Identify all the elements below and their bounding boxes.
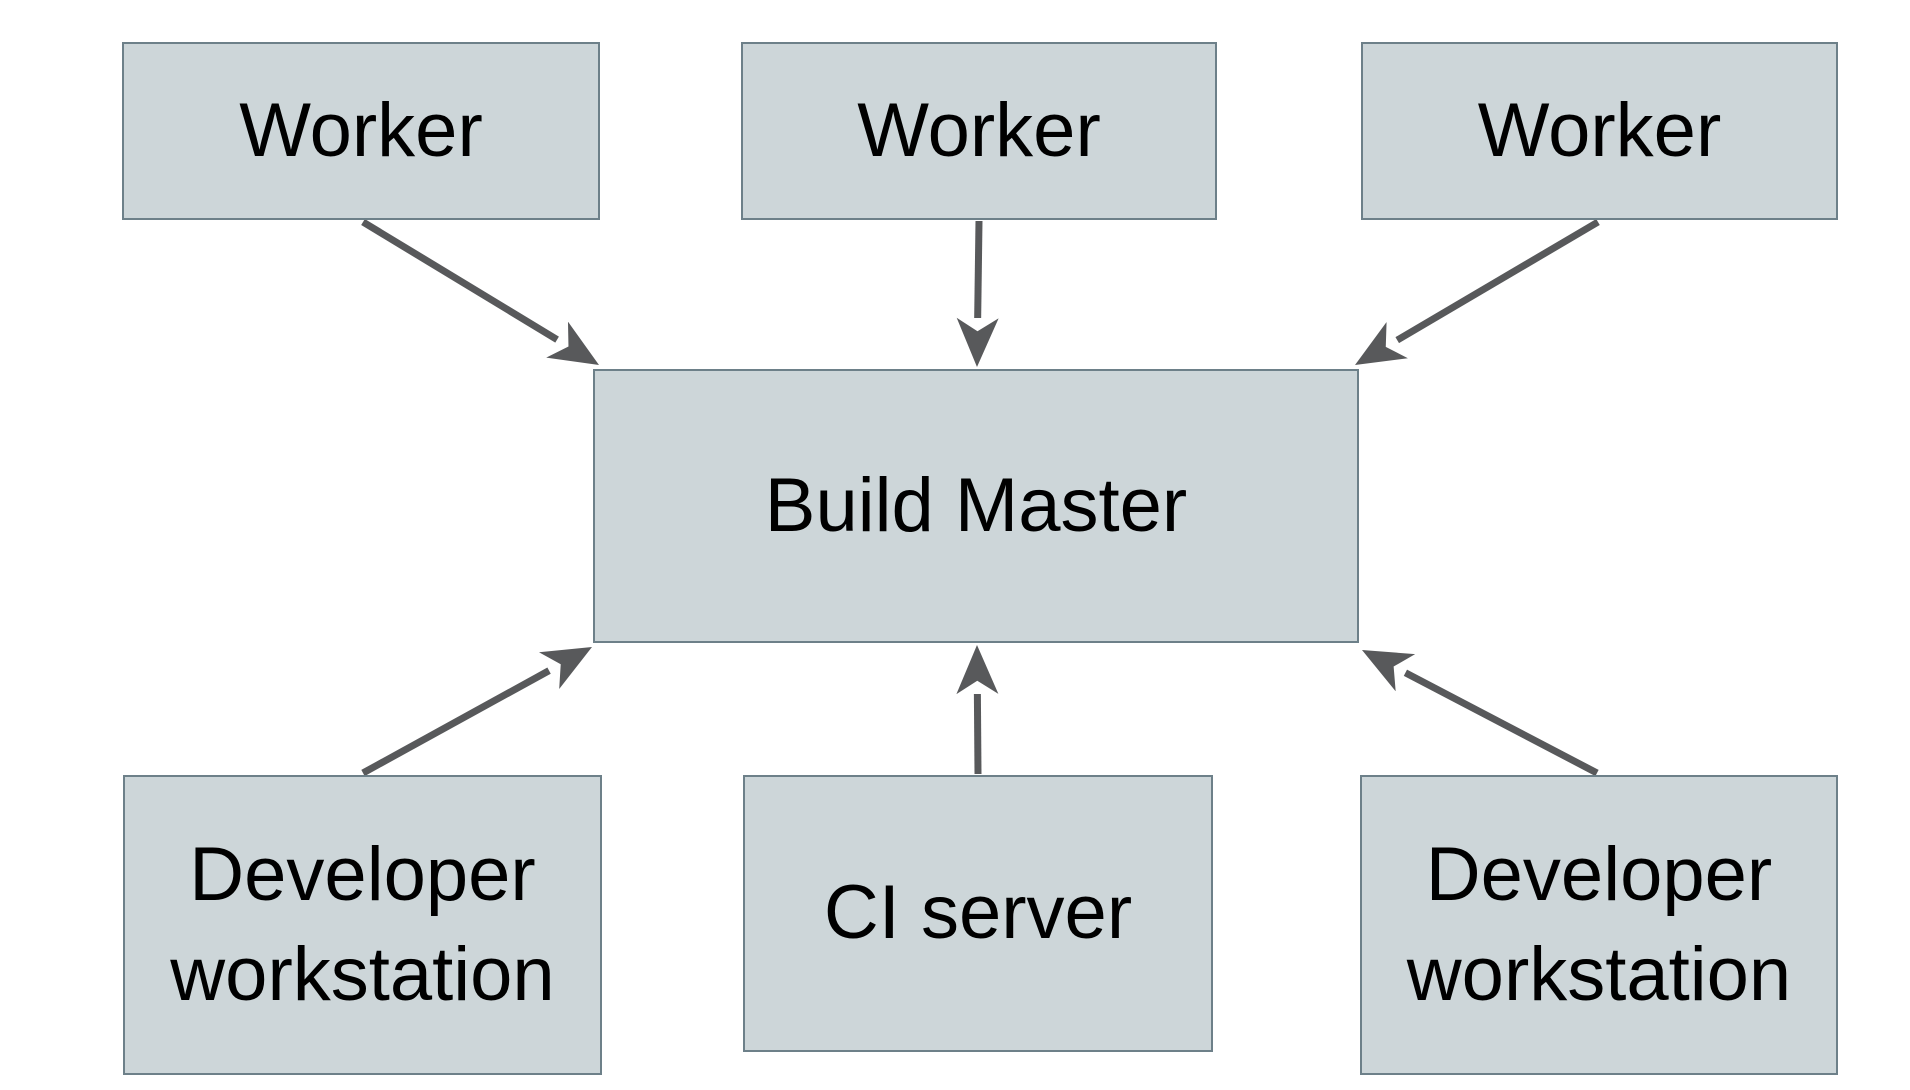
node-ci-server: CI server [743,775,1213,1052]
arrow-worker-3-to-build-master [1355,218,1600,365]
arrow-dev-workstation-right-to-build-master [1361,649,1599,777]
arrow-worker-2-to-build-master [956,220,999,368]
node-worker-2: Worker [741,42,1217,220]
arrow-ci-server-to-build-master [956,645,999,775]
node-label-dev-workstation-left: Developer workstation [170,831,555,1017]
node-label-worker-3: Worker [1477,87,1722,173]
node-label-dev-workstation-right: Developer workstation [1406,831,1792,1017]
node-worker-3: Worker [1361,42,1838,220]
node-label-build-master: Build Master [764,462,1188,548]
node-label-ci-server: CI server [823,870,1133,956]
node-dev-workstation-right: Developer workstation [1360,775,1838,1075]
node-dev-workstation-left: Developer workstation [123,775,602,1075]
arrow-dev-workstation-left-to-build-master [361,647,593,777]
arrow-worker-1-to-build-master [361,219,599,365]
node-build-master: Build Master [593,369,1359,643]
node-label-worker-1: Worker [239,87,483,173]
node-label-worker-2: Worker [857,87,1101,173]
node-worker-1: Worker [122,42,600,220]
